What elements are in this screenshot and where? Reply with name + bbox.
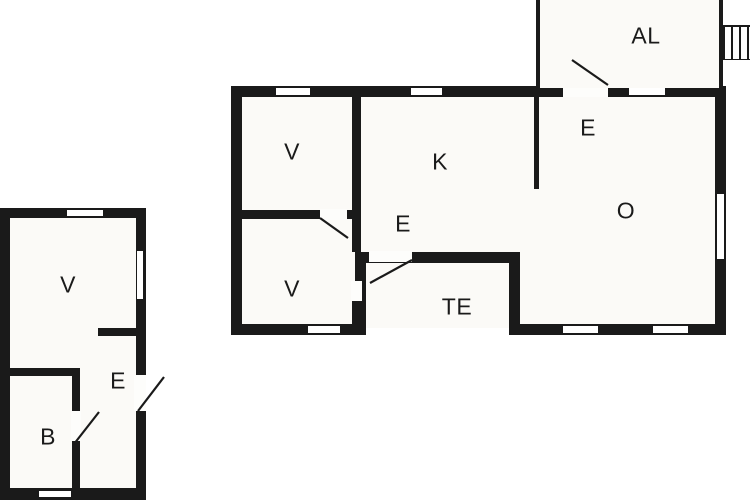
main-building-bottom-wall-right [509, 324, 726, 335]
room-label-e-left: E [110, 367, 126, 394]
left-building-entry-door-opening [134, 375, 146, 411]
main-al-door-opening [563, 86, 608, 97]
room-label-al: AL [631, 22, 661, 49]
room-label-v-lower: V [284, 275, 300, 302]
room-label-v-left: V [60, 271, 76, 298]
room-label-v-upper: V [284, 138, 300, 165]
stairs-bottom-edge [723, 58, 750, 60]
main-window-bottom-right-2 [652, 325, 689, 334]
stairs-riser-4 [747, 25, 749, 60]
stairs-top-edge [723, 25, 750, 27]
main-window-right [716, 193, 725, 260]
left-building-partition-stub [98, 328, 138, 336]
door-opening-e-hall [369, 251, 412, 262]
left-building-partition-horizontal [0, 368, 80, 376]
main-building-top-wall [231, 86, 726, 97]
room-label-e-hall: E [395, 210, 411, 237]
main-building-bottom-wall-left [231, 324, 361, 335]
door-opening-v-upper [320, 209, 347, 220]
left-building-right-wall [136, 208, 146, 500]
al-annex-right-wall [719, 0, 723, 88]
stairs-riser-1 [723, 25, 725, 60]
left-building-interior-door-swing [73, 411, 100, 445]
room-label-o: O [616, 197, 636, 224]
door-swing-v-upper [319, 217, 349, 239]
al-annex-floor [536, 0, 723, 88]
main-partition-k-right [534, 97, 539, 189]
left-building-partition-vertical [72, 368, 80, 413]
al-annex-stairs [723, 25, 750, 60]
main-building-terrace-floor [360, 256, 515, 328]
main-partition-v-right-upper [352, 86, 361, 218]
main-partition-v-bottom [231, 210, 321, 219]
main-window-top-2 [410, 87, 443, 96]
stairs-riser-2 [731, 25, 733, 60]
main-partition-v-bottom-right [345, 210, 361, 219]
room-label-b: B [40, 423, 56, 450]
left-building-interior-door-opening [71, 411, 81, 441]
left-building-entry-door-swing [137, 376, 165, 412]
main-window-bottom-right-1 [562, 325, 599, 334]
main-building-notch-top-wall [355, 252, 520, 263]
left-building-window-top [66, 209, 104, 217]
main-partition-v-right-lower-b [352, 298, 361, 335]
door-opening-v-lower [351, 281, 362, 301]
room-label-te: TE [441, 293, 473, 320]
stairs-riser-3 [739, 25, 741, 60]
al-annex-left-wall [536, 0, 540, 88]
main-building-notch-right-wall [509, 252, 520, 335]
room-label-k: K [432, 148, 448, 175]
main-window-top-1 [275, 87, 311, 96]
left-building-window-right [136, 250, 144, 300]
left-building-partition-vertical-lower [72, 440, 80, 500]
left-building-left-wall [0, 208, 10, 500]
main-window-bottom-left [307, 325, 341, 334]
room-label-e-entry: E [580, 114, 596, 141]
left-building-window-bottom [38, 490, 72, 498]
door-swing-e-hall [369, 259, 413, 284]
al-annex-door-swing [571, 59, 609, 86]
main-window-top-3 [628, 87, 666, 96]
main-partition-v-right-lower [352, 219, 361, 252]
